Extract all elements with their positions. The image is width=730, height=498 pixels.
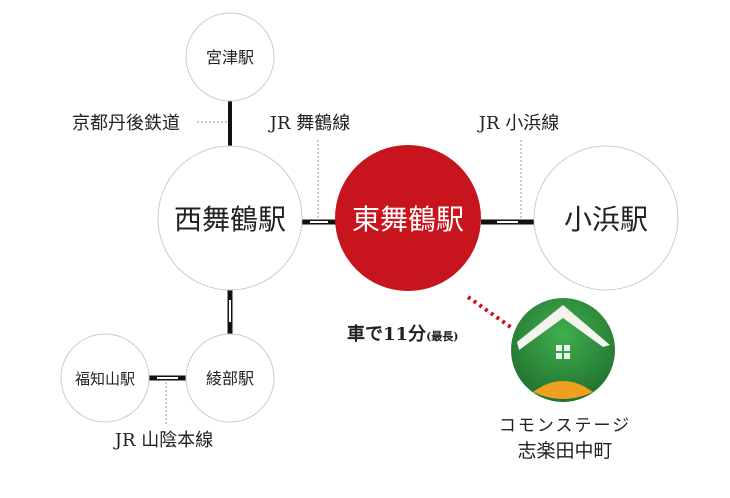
station-ayabe: 綾部駅 [185,333,275,423]
label-jr-maizuru: JR 舞鶴線 [268,113,351,134]
station-miyazu: 宮津駅 [185,12,275,102]
property-logo [511,298,615,402]
station-label: 小浜駅 [564,203,648,236]
station-nishi-maizuru: 西舞鶴駅 [157,145,303,291]
station-label: 綾部駅 [206,369,254,388]
station-higashi-maizuru: 東舞鶴駅 [335,145,481,291]
property-name-line2: 志楽田中町 [517,440,612,462]
access-route-dotted [466,295,514,330]
station-label: 東舞鶴駅 [352,203,464,236]
label-jr-obama: JR 小浜線 [477,113,560,134]
station-label: 宮津駅 [206,48,254,67]
access-time: 車で11分(最長) [347,323,458,345]
property-name-line1: コモンステージ [499,416,631,436]
station-label: 福知山駅 [75,370,135,388]
station-fukuchiyama: 福知山駅 [60,333,150,423]
station-label: 西舞鶴駅 [174,203,286,236]
station-obama: 小浜駅 [533,145,679,291]
label-kyoto-tango: 京都丹後鉄道 [72,113,180,134]
label-jr-sanin: JR 山陰本線 [113,430,214,451]
